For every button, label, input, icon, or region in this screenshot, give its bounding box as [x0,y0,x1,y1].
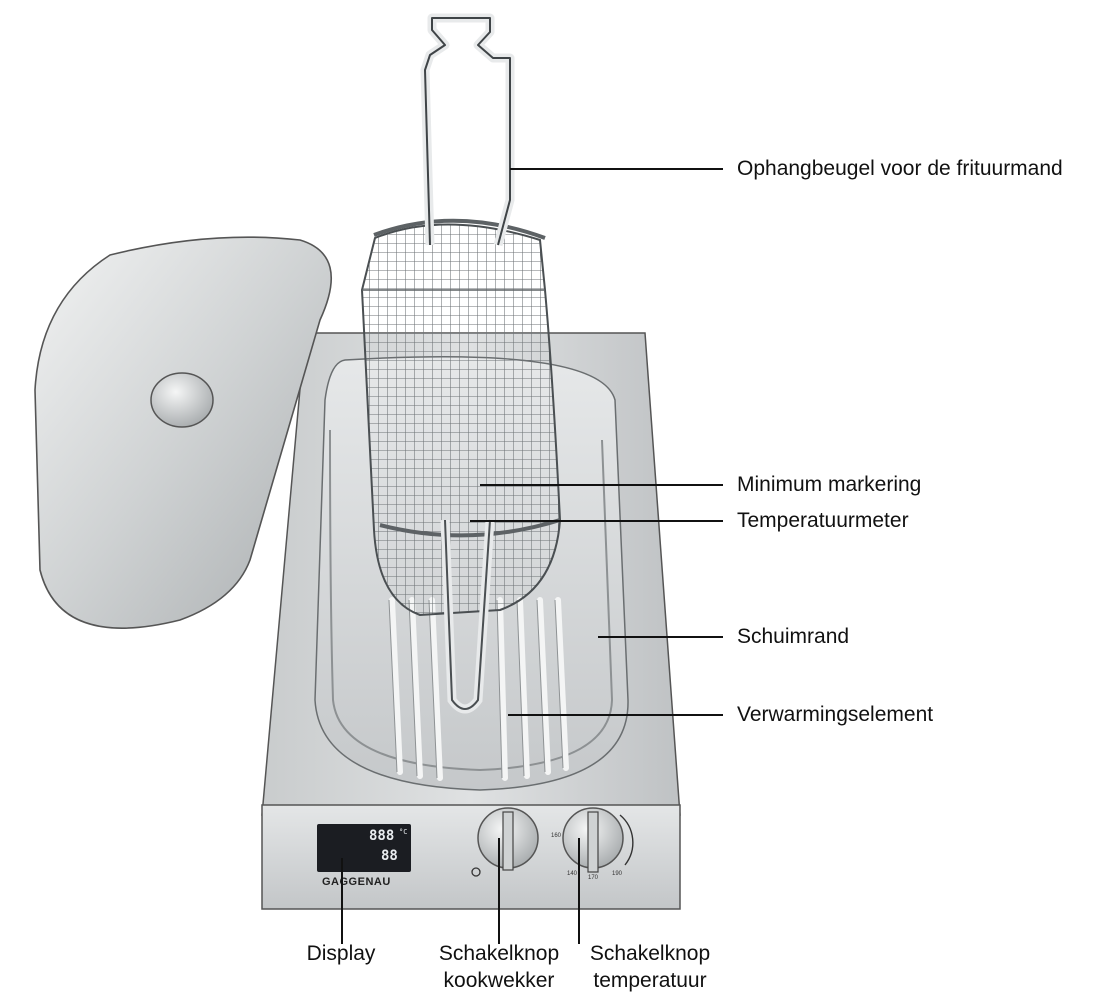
display-unit: °C [399,828,408,836]
callout-ophangbeugel: Ophangbeugel voor de frituurmand [737,157,1063,180]
power-icon [471,867,481,877]
fryer-lid [34,236,333,629]
knob-temp-label: 170 [588,875,599,881]
leader-line-ophangbeugel [510,168,723,170]
leader-line-minimum [480,484,723,486]
hanger-bracket [424,17,511,246]
callout-temperatuurmeter: Temperatuurmeter [737,509,909,532]
callout-verwarmingselement: Verwarmingselement [737,703,934,726]
leader-line-temperatuurmeter [470,520,723,522]
display-timer: 88 [381,848,398,864]
callout-schuimrand: Schuimrand [737,625,850,648]
callout-kookwekker-line1: Schakelknop [438,942,560,965]
display-readout: 888 °C 88 [321,826,409,870]
display-temperature: 888 [369,828,395,844]
callout-temperatuur-line2: temperatuur [593,969,707,992]
brand-logo: GAGGENAU [322,876,391,888]
leader-line-temperatuur [578,838,580,944]
knob-temp-label: 190 [612,871,623,877]
callout-temperatuur-line1: Schakelknop [589,942,711,965]
knob-temp-label: 160 [551,833,562,839]
leader-line-verwarmingselement [508,714,723,716]
leader-line-kookwekker [498,838,500,944]
lid-knob [150,372,214,428]
heating-element [389,597,569,781]
display-screen [317,824,411,872]
leader-line-display [341,858,343,944]
knob-temp-label: 140 [567,871,578,877]
callout-minimum-markering: Minimum markering [737,473,922,496]
foam-rim [329,429,614,772]
callout-display: Display [306,942,376,965]
fryer-basket [360,13,562,714]
callout-kookwekker-line2: kookwekker [443,969,555,992]
leader-line-schuimrand [598,636,723,638]
